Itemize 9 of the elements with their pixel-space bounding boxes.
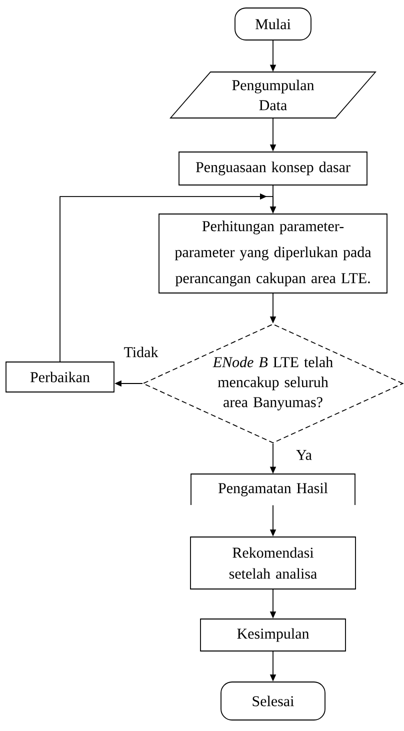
edge-label: Ya	[296, 450, 312, 460]
process-box: Perhitungan parameter-parameter yang diperlukan pada perancangan cakupan area LTE.	[158, 214, 388, 294]
arrow	[60, 193, 276, 362]
process-box: Pengamatan Hasil	[190, 474, 356, 506]
process-box: Penguasaan konsep dasar	[178, 152, 368, 186]
process-box: Rekomendasi setelah analisa	[190, 536, 356, 590]
process-box: Perbaikan	[6, 362, 114, 392]
process-box: Kesimpulan	[200, 618, 346, 652]
edge-label: Tidak	[124, 346, 158, 358]
